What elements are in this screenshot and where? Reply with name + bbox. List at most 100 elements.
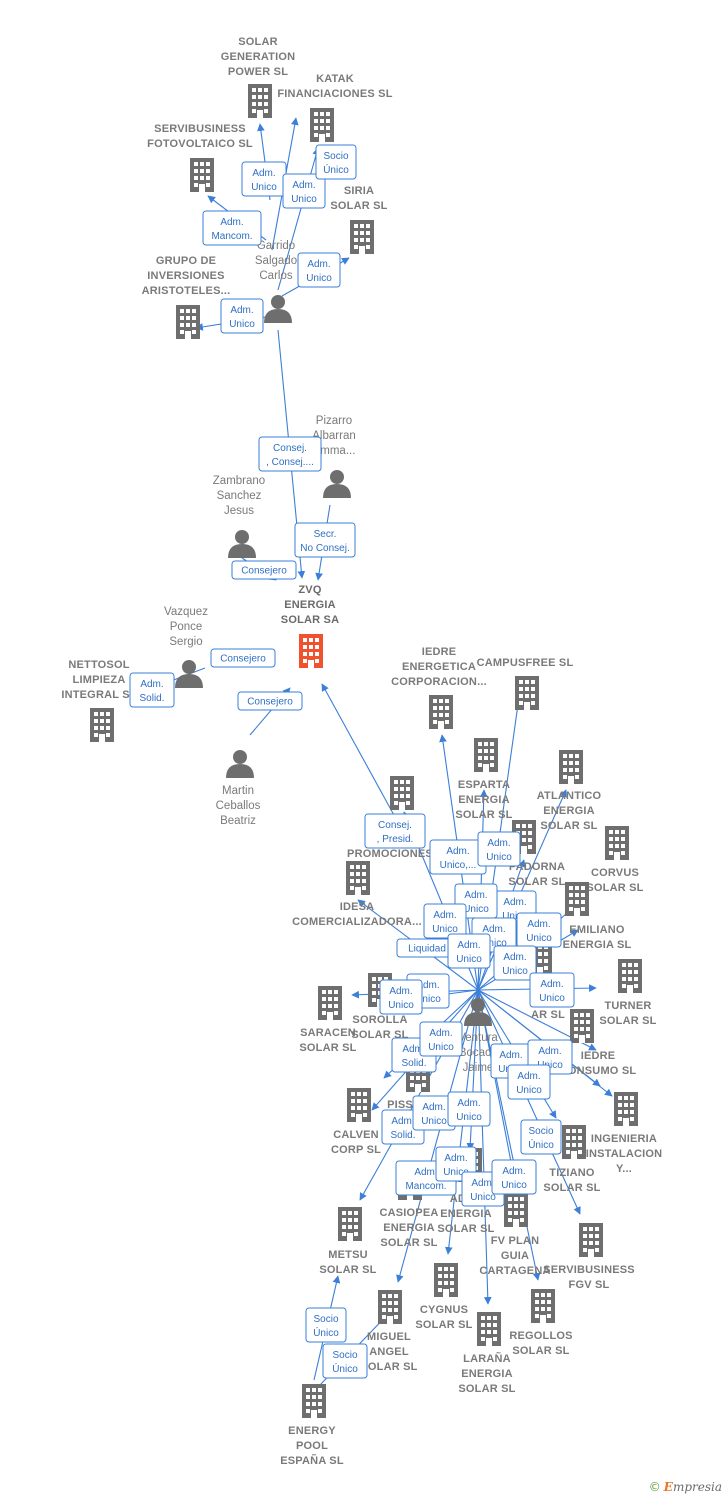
role-box[interactable]: Adm.Unico	[491, 1159, 537, 1195]
role-label: Adm.Unico	[456, 940, 482, 965]
role-box[interactable]: Adm.Unico	[516, 912, 562, 948]
role-label: Adm.Solid.	[390, 1116, 415, 1141]
role-box[interactable]: Adm.Unico	[220, 298, 264, 334]
role-box[interactable]: Adm.Unico	[447, 1091, 491, 1127]
role-box[interactable]: Adm.Unico	[529, 972, 575, 1008]
company-node-larana[interactable]	[477, 1312, 501, 1346]
person-node-garrido[interactable]	[264, 295, 292, 323]
role-box[interactable]: Adm.Mancom.	[202, 210, 262, 246]
building-icon	[562, 1125, 586, 1159]
company-node-miguel[interactable]	[378, 1290, 402, 1324]
role-box[interactable]: Consejero	[231, 560, 297, 580]
role-box[interactable]: Adm.Unico	[297, 252, 341, 288]
person-node-pizarro[interactable]	[323, 470, 351, 498]
role-box[interactable]: Consejero	[237, 691, 303, 711]
role-box[interactable]: Adm.Unico	[507, 1064, 551, 1100]
company-node-campus[interactable]	[515, 676, 539, 710]
role-box[interactable]: Adm.Solid.	[129, 672, 175, 708]
role-box[interactable]: Secr.No Consej.	[294, 522, 356, 558]
empresia-brand[interactable]: ©Empresia	[648, 1480, 722, 1494]
company-node-iedrecons[interactable]	[570, 1009, 594, 1043]
role-label: Adm.Unico	[486, 838, 512, 863]
company-node-zvq[interactable]	[299, 634, 323, 668]
company-node-promo[interactable]	[390, 776, 414, 810]
role-box[interactable]: Adm.Unico	[241, 161, 287, 197]
edge-36	[477, 989, 492, 1305]
company-node-solargen[interactable]	[248, 84, 272, 118]
company-node-fvplan[interactable]	[504, 1193, 528, 1227]
company-node-katak[interactable]	[310, 108, 334, 142]
role-box[interactable]: Adm.Unico	[282, 173, 326, 209]
role-box[interactable]: Adm.Unico	[379, 979, 423, 1015]
role-label: Adm.Unico	[526, 919, 552, 944]
building-icon	[310, 108, 334, 142]
company-node-turner[interactable]	[618, 959, 642, 993]
building-icon	[504, 1193, 528, 1227]
role-box[interactable]: Adm.Unico	[419, 1021, 463, 1057]
company-node-metsu[interactable]	[338, 1207, 362, 1241]
building-icon	[248, 84, 272, 118]
company-node-ingenieria[interactable]	[614, 1092, 638, 1126]
company-node-tiziano[interactable]	[562, 1125, 586, 1159]
role-label: Adm.Unico	[481, 924, 507, 949]
company-node-emiliano[interactable]	[565, 882, 589, 916]
building-icon	[618, 959, 642, 993]
role-box[interactable]: Consej., Consej....	[258, 436, 322, 472]
role-box[interactable]: Consejero	[210, 648, 276, 668]
role-label: Adm.Unico	[470, 1178, 496, 1203]
company-node-calven[interactable]	[347, 1088, 371, 1122]
company-node-nettosol[interactable]	[90, 708, 114, 742]
company-node-siria[interactable]	[350, 220, 374, 254]
company-node-grupo[interactable]	[176, 305, 200, 339]
company-node-saracen[interactable]	[318, 986, 342, 1020]
company-node-servifgv[interactable]	[579, 1223, 603, 1257]
company-node-regollos[interactable]	[531, 1289, 555, 1323]
company-node-iedre[interactable]	[429, 695, 453, 729]
role-box[interactable]: Adm.Unico	[477, 831, 521, 867]
person-node-vazquez[interactable]	[175, 660, 203, 688]
company-node-energypool[interactable]	[302, 1384, 326, 1418]
company-node-atlantico[interactable]	[559, 750, 583, 784]
building-icon	[559, 750, 583, 784]
company-node-idesa[interactable]	[346, 861, 370, 895]
person-node-martin[interactable]	[226, 750, 254, 778]
role-box[interactable]: Adm.Unico	[447, 933, 491, 969]
building-icon	[531, 1289, 555, 1323]
role-label: Adm.Unico	[516, 1071, 542, 1096]
person-icon	[323, 470, 351, 498]
company-node-cygnus[interactable]	[434, 1263, 458, 1297]
role-label: Adm.Unico	[306, 259, 332, 284]
role-box[interactable]: Adm.Unico	[423, 903, 467, 939]
role-box[interactable]: Consej., Presid.	[364, 813, 426, 849]
person-node-zambrano[interactable]	[228, 530, 256, 558]
person-icon	[175, 660, 203, 688]
company-node-corvus[interactable]	[605, 826, 629, 860]
company-node-servifoto[interactable]	[190, 158, 214, 192]
company-node-esparta[interactable]	[474, 738, 498, 772]
role-label: Adm.Unico	[463, 890, 489, 915]
role-box[interactable]: Adm.Unico	[493, 945, 537, 981]
